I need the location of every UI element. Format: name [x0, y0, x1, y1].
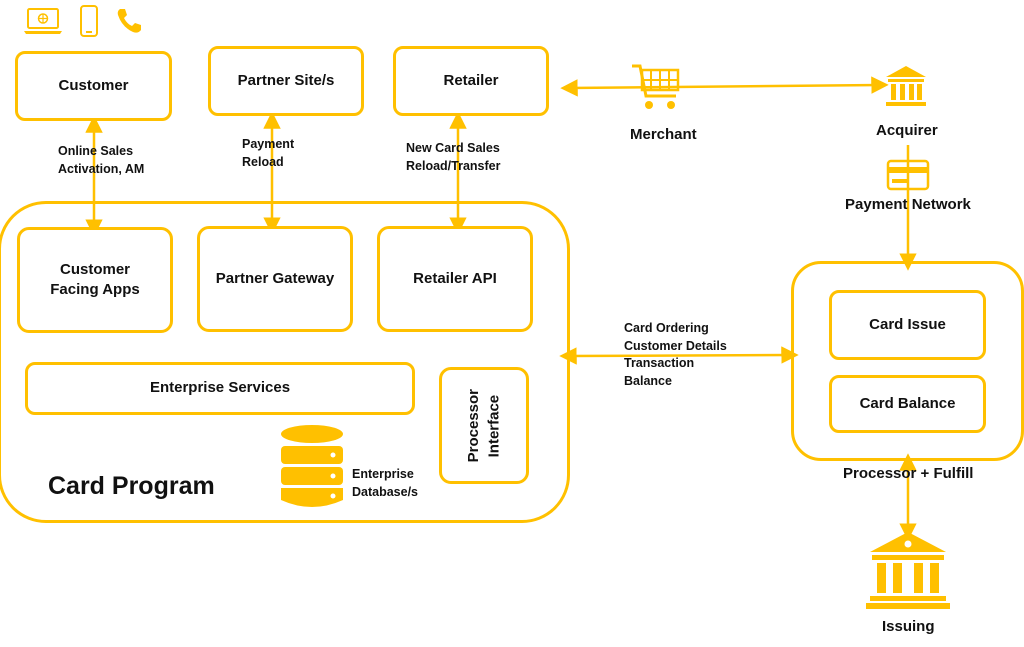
partner-gateway-box: Partner Gateway [197, 226, 353, 332]
shopping-cart-icon [632, 64, 680, 109]
bank-icon [886, 66, 926, 106]
retailer-box: Retailer [393, 46, 549, 116]
phone-handset-icon [117, 9, 141, 33]
partner-sites-label: Partner Site/s [237, 71, 335, 89]
processor-fulfill-title: Processor + Fulfill [843, 465, 974, 482]
card-program-container [0, 201, 570, 523]
arrow-merchant-acquirer [560, 76, 889, 97]
customer-label: Customer [58, 76, 129, 94]
enterprise-services-label: Enterprise Services [149, 379, 291, 397]
acquirer-label: Acquirer [876, 122, 938, 139]
credit-card-icon [886, 159, 930, 191]
payment-network-label: Payment Network [845, 196, 971, 213]
retailer-api-label: Retailer API [413, 269, 497, 287]
processor-fulfill-container [791, 261, 1024, 461]
issuing-label: Issuing [882, 618, 935, 635]
arrow-program-processor [559, 346, 799, 365]
card-balance-label: Card Balance [859, 394, 956, 412]
laptop-icon [24, 8, 62, 34]
enterprise-services-box: Enterprise Services [25, 362, 415, 415]
merchant-label: Merchant [630, 126, 697, 143]
partner-gateway-label: Partner Gateway [215, 269, 335, 287]
retailer-label: Retailer [443, 71, 499, 89]
bank-icon [866, 532, 950, 609]
retailer-api-box: Retailer API [377, 226, 533, 332]
card-program-title: Card Program [48, 472, 215, 500]
card-issue-label: Card Issue [869, 315, 946, 333]
card-issue-box: Card Issue [829, 290, 986, 360]
card-balance-box: Card Balance [829, 375, 986, 433]
smartphone-icon [80, 5, 98, 37]
database-icon [281, 425, 343, 507]
partner-sites-box: Partner Site/s [208, 46, 364, 116]
customer-box: Customer [15, 51, 172, 121]
